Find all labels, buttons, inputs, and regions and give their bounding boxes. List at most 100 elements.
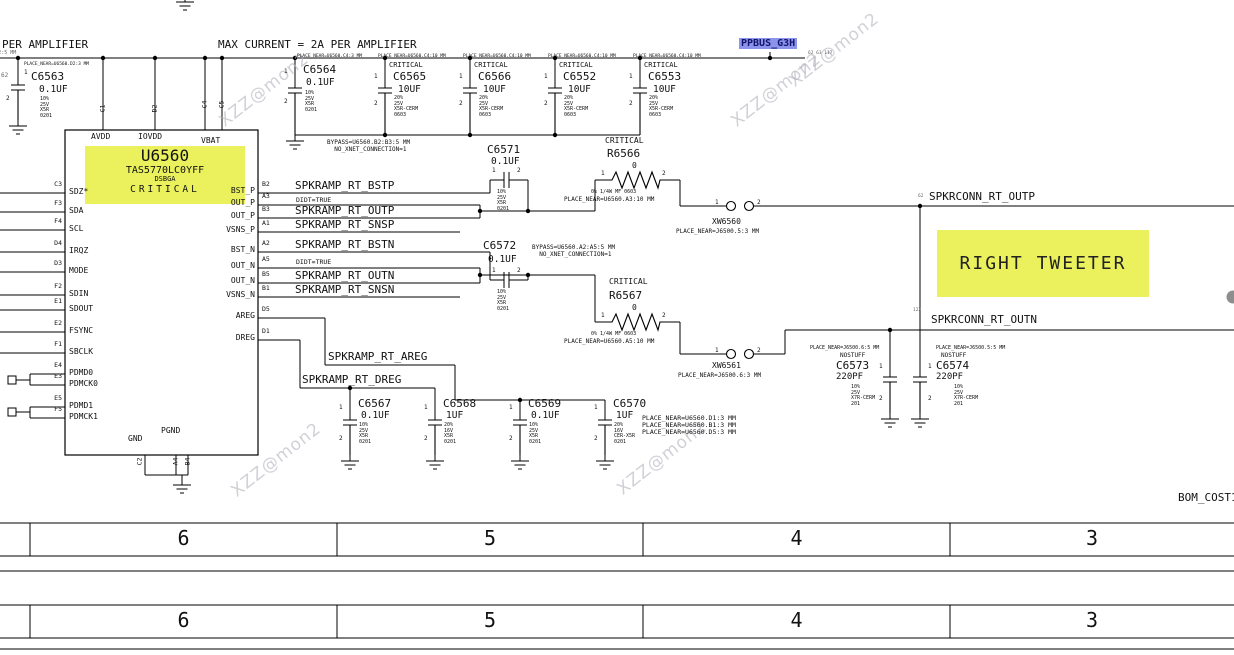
c6552-refdes[interactable]: C6552 [563, 70, 597, 83]
xw6561-refdes[interactable]: XW6561 [712, 361, 741, 370]
xw6560-refdes[interactable]: XW6560 [712, 217, 741, 226]
ic-right-pin-number: D1 [262, 327, 270, 335]
right-tweeter-note: RIGHT TWEETER [959, 253, 1127, 274]
net-label-ppbus-g3h[interactable]: PPBUS_G3H [739, 38, 798, 49]
ic-left-pin-number: E5 [54, 394, 62, 402]
didt-note: DIDT=TRUE [296, 258, 332, 266]
u6560-pin-iovdd: IOVDD [138, 132, 163, 141]
r6566-place-note: PLACE_NEAR=U6560.A3:10 MM [564, 196, 655, 203]
net-label-spkramp-rt-outn[interactable]: SPKRAMP_RT_OUTN [295, 269, 395, 282]
c6563-xref: 62 [1, 72, 9, 79]
ic-left-pin-number: D3 [54, 259, 62, 267]
c6569-refdes[interactable]: C6569 [528, 397, 562, 410]
net-label-spkramp-rt-snsn[interactable]: SPKRAMP_RT_SNSN [295, 283, 395, 296]
u6560-highlight [85, 146, 245, 204]
net-label-spkrconn-rt-outn[interactable]: SPKRCONN_RT_OUTN [931, 313, 1037, 326]
bom-cost-note: BOM_COST1 [1178, 491, 1234, 504]
r6566-refdes[interactable]: R6566 [607, 147, 641, 160]
zone-number: 6 [177, 526, 190, 550]
net-label-spkramp-rt-snsp[interactable]: SPKRAMP_RT_SNSP [295, 218, 395, 231]
net-label-spkrconn-rt-outp[interactable]: SPKRCONN_RT_OUTP [929, 190, 1035, 203]
ic-left-pin-name: PDMD1 [69, 401, 94, 410]
net-label-spkramp-rt-bstp[interactable]: SPKRAMP_RT_BSTP [295, 179, 395, 192]
r6567-refdes[interactable]: R6567 [609, 289, 643, 302]
c6553-refdes[interactable]: C6553 [648, 70, 682, 83]
u6560-package: DSBGA [154, 175, 176, 183]
c6573-pin1: 1 [879, 363, 883, 370]
c6570-specs: 20% 16V CER-X5R 0201 [614, 422, 636, 445]
c6553-pin2: 2 [629, 100, 633, 107]
net-label-spkramp-rt-dreg[interactable]: SPKRAMP_RT_DREG [302, 373, 402, 386]
r6566-pin1: 1 [601, 170, 605, 177]
r6567-specs: 0% 1/4W MF 0603 [591, 331, 637, 337]
u6560-outline[interactable] [64, 129, 259, 456]
c6566-refdes[interactable]: C6566 [478, 70, 512, 83]
c6573-specs: 10% 25V X7R-CERM 201 [851, 384, 876, 407]
c6571-refdes[interactable]: C6571 [487, 143, 521, 156]
ic-left-pin-number: C3 [54, 180, 62, 188]
xw6561-pin1: 1 [715, 347, 719, 354]
ic-left-pin-number: F5 [54, 405, 62, 413]
c6573-refdes[interactable]: C6573 [836, 359, 870, 372]
xw6560-pin2: 2 [757, 199, 761, 206]
c6563-refdes[interactable]: C6563 [31, 70, 65, 83]
c6563-specs: 10% 25V X5R 0201 [40, 96, 53, 119]
net-label-spkramp-rt-outp[interactable]: SPKRAMP_RT_OUTP [295, 204, 395, 217]
c6567-specs: 10% 25V X5R 0201 [359, 422, 372, 445]
c6573-nostuff: NOSTUFF [840, 352, 866, 359]
c6570-refdes[interactable]: C6570 [613, 397, 647, 410]
ic-right-pin-name: OUT_N [230, 261, 255, 270]
c6570-pin1: 1 [594, 404, 598, 411]
c6572-pin2: 2 [517, 267, 521, 274]
net-label-spkramp-rt-areg[interactable]: SPKRAMP_RT_AREG [328, 350, 428, 363]
c6565-refdes[interactable]: C6565 [393, 70, 427, 83]
ic-left-pin-number: F4 [54, 217, 62, 225]
zone-number: 5 [483, 608, 497, 632]
c6566-specs: 20% 25V X5R-CERM 0603 [479, 95, 504, 118]
c6571-pin1: 1 [492, 167, 496, 174]
pin-number-d2: D2 [150, 104, 159, 113]
c6564-refdes[interactable]: C6564 [303, 63, 337, 76]
xw6561-place-note: PLACE_NEAR=J6500.6:3 MM [678, 372, 762, 379]
ic-left-pin-name: PDMCK1 [69, 412, 98, 421]
c6567-refdes[interactable]: C6567 [358, 397, 392, 410]
ic-right-pin-name: VSNS_P [226, 225, 255, 234]
ic-right-pin-number: A5 [262, 255, 270, 263]
ic-left-pin-number: E4 [54, 361, 62, 369]
pin-number-c5: C5 [217, 100, 226, 109]
c6574-specs: 10% 25V X7R-CERM 201 [954, 384, 979, 407]
place-note-clipped: PLACE_NEAR=U6560.D2:5 MM [0, 50, 17, 56]
c6563-pin2: 2 [6, 95, 10, 102]
c6568-refdes[interactable]: C6568 [443, 397, 477, 410]
ic-left-pin-name: SDOUT [69, 304, 94, 313]
c6572-specs: 10% 25V X5R 0201 [497, 289, 510, 312]
junction-dots [15, 55, 923, 403]
didt-note: DIDT=TRUE [296, 196, 332, 204]
c6568-specs: 20% 16V X5R 0201 [444, 422, 457, 445]
ic-left-pin-name: MODE [69, 266, 89, 275]
c6565-specs: 20% 25V X5R-CERM 0603 [394, 95, 419, 118]
net-label-spkramp-rt-bstn[interactable]: SPKRAMP_RT_BSTN [295, 238, 395, 251]
c6574-nostuff: NOSTUFF [941, 352, 967, 359]
c6564-place-note: PLACE_NEAR=U6560.C4:3 MM [297, 54, 363, 59]
ic-left-pin-name: SDIN [69, 289, 89, 298]
r6567-value: 0 [632, 303, 637, 312]
c6569-specs: 10% 25V X5R 0201 [529, 422, 542, 445]
c6565-value: 10UF [398, 84, 421, 95]
ic-left-pin-number: F2 [54, 282, 62, 290]
ic-right-pin-name: DREG [235, 333, 255, 342]
ic-right-pin-name: BST_N [230, 245, 255, 254]
c6574-refdes[interactable]: C6574 [936, 359, 970, 372]
c6572-refdes[interactable]: C6572 [483, 239, 517, 252]
ic-right-pin-name: OUT_P [230, 211, 255, 220]
ic-left-pin-number: F3 [54, 199, 62, 207]
ic-right-pin-name: BST_P [230, 186, 255, 195]
ic-left-pin-name: SBCLK [69, 347, 94, 356]
u6560-refdes[interactable]: U6560 [140, 146, 190, 165]
c6565-critical: CRITICAL [389, 61, 423, 69]
c6564-specs: 10% 25V X5R 0201 [305, 90, 318, 113]
u6560-pin-vbat: VBAT [201, 136, 221, 145]
ic-left-pin-name: IRQZ [69, 246, 89, 255]
c6564-value: 0.1UF [306, 77, 335, 88]
bottom-cap-symbols [343, 376, 927, 455]
